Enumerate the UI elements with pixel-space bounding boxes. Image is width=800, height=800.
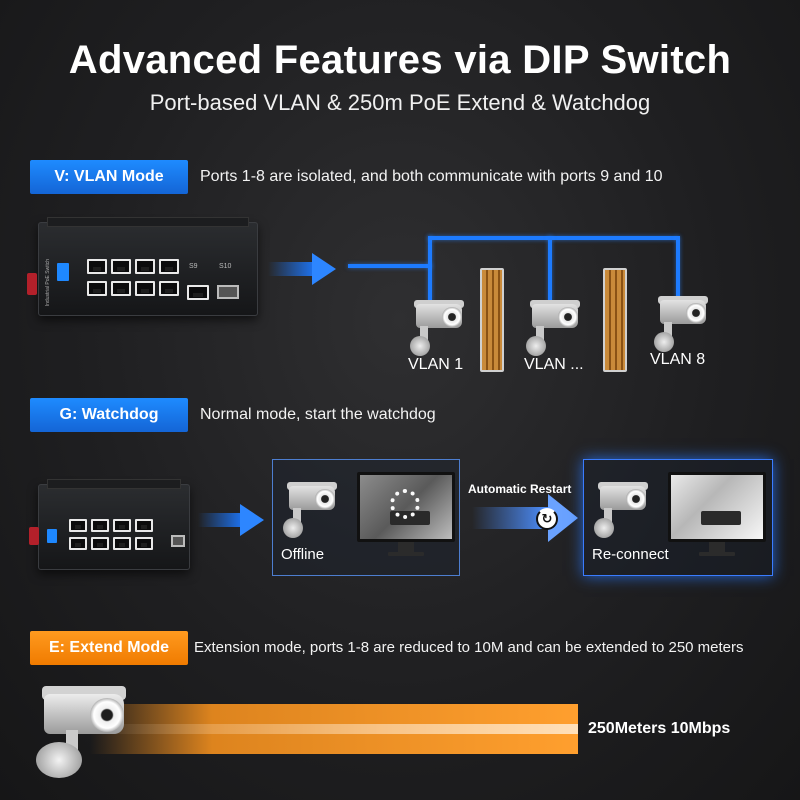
page-title: Advanced Features via DIP Switch xyxy=(68,38,732,82)
loading-spinner-icon xyxy=(390,489,420,519)
sfp9-label: S9 xyxy=(189,263,198,270)
watchdog-badge: G: Watchdog xyxy=(30,398,188,432)
offline-label: Offline xyxy=(281,546,325,563)
monitor-icon xyxy=(357,472,455,542)
vlan-mode-badge: V: VLAN Mode xyxy=(30,160,188,194)
camera-icon xyxy=(281,480,341,540)
refresh-icon: ↻ xyxy=(536,508,558,530)
vlan-mode-description: Ports 1-8 are isolated, and both communi… xyxy=(200,168,663,185)
distance-label: 250Meters 10Mbps xyxy=(588,720,731,737)
distance-bar xyxy=(90,704,578,754)
device-side-text: Industrial PoE Switch xyxy=(45,259,51,307)
vlan-1-label: VLAN 1 xyxy=(408,356,464,373)
dip-switch-icon xyxy=(47,529,57,543)
cable-icon xyxy=(480,268,504,372)
dip-switch-icon xyxy=(57,263,69,281)
camera-icon xyxy=(36,682,136,782)
sfp10-label: S10 xyxy=(219,263,232,270)
offline-panel: Offline xyxy=(272,459,460,576)
watchdog-description: Normal mode, start the watchdog xyxy=(200,406,436,423)
camera-icon xyxy=(592,480,652,540)
arrow-right-icon xyxy=(472,507,548,529)
cable-icon xyxy=(603,268,627,372)
arrow-right-icon xyxy=(198,513,246,527)
extend-mode-badge: E: Extend Mode xyxy=(30,631,188,665)
arrow-right-icon xyxy=(268,262,318,276)
vlan-middle-label: VLAN ... xyxy=(524,356,584,373)
reconnect-panel: Re-connect xyxy=(583,459,773,576)
automatic-restart-label: Automatic Restart xyxy=(468,482,572,496)
camera-icon xyxy=(652,294,712,354)
vlan-trunk-line xyxy=(348,264,432,268)
vlan-8-label: VLAN 8 xyxy=(650,351,706,368)
switch-icon xyxy=(29,479,190,570)
monitor-icon xyxy=(668,472,766,542)
extend-mode-description: Extension mode, ports 1-8 are reduced to… xyxy=(194,639,744,656)
camera-icon xyxy=(524,298,584,358)
reconnect-label: Re-connect xyxy=(592,546,669,563)
switch-icon: Industrial PoE Switch S9 S10 xyxy=(27,217,258,316)
page-subtitle: Port-based VLAN & 250m PoE Extend & Watc… xyxy=(149,90,651,115)
camera-icon xyxy=(408,298,468,358)
